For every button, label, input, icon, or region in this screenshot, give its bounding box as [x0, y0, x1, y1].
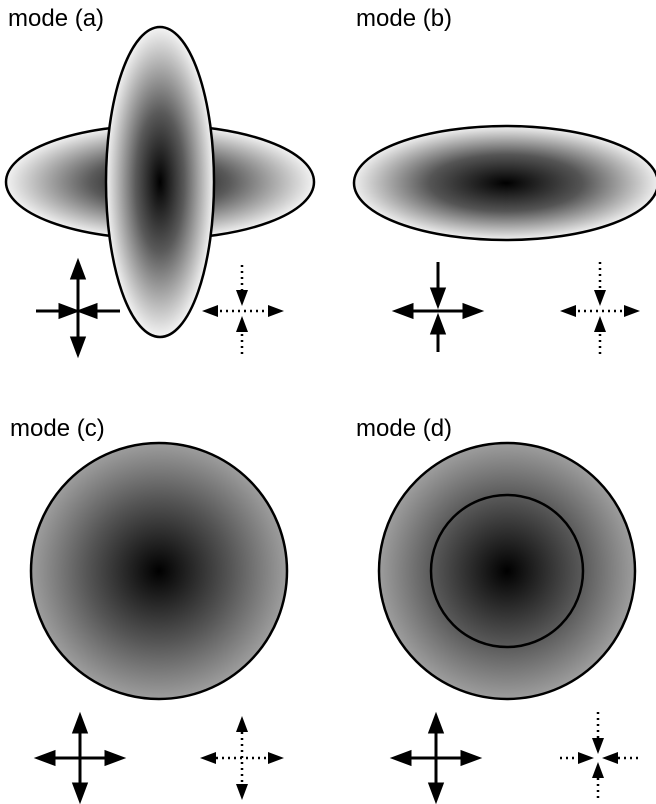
mode-a-vertical-ellipse: [104, 25, 216, 339]
panel-mode-c: mode (c): [10, 415, 289, 804]
mode-d-inner-circle: [429, 493, 585, 649]
mode-c-dotted-arrow-cross: [200, 716, 284, 800]
panel-mode-a: mode (a): [4, 5, 316, 359]
mode-c-label: mode (c): [10, 415, 105, 442]
mode-d-dotted-arrow-cross: [560, 712, 640, 802]
mode-b-label: mode (b): [356, 5, 452, 32]
mode-c-solid-arrow-cross: [33, 711, 127, 804]
mode-b-dotted-arrow-cross: [560, 262, 640, 354]
mode-c-circle: [29, 441, 289, 701]
mode-a-label: mode (a): [8, 5, 104, 32]
mode-b-solid-arrow-cross: [391, 262, 485, 352]
panel-mode-b: mode (b): [352, 5, 656, 354]
mode-d-solid-arrow-cross: [389, 711, 483, 804]
mode-a-dotted-arrow-cross: [202, 265, 284, 354]
panel-mode-d: mode (d): [356, 415, 640, 804]
mode-d-outer-circle: [377, 441, 637, 701]
mode-b-ellipse: [352, 124, 656, 242]
mode-a-solid-arrow-cross: [36, 257, 120, 359]
mode-d-label: mode (d): [356, 415, 452, 442]
